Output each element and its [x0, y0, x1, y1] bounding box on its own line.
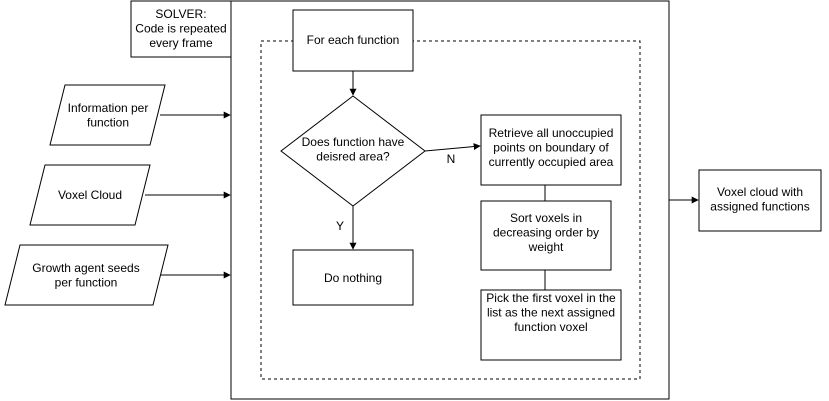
input-growth-agent-seeds-label-line: Growth agent seeds: [32, 261, 139, 275]
step-retrieve-label-line: currently occupied area: [489, 155, 614, 169]
decision-label-line: Does function have: [302, 135, 405, 149]
step-sort-label-line: decreasing order by: [493, 226, 599, 240]
input-information-label-line: Information per: [68, 101, 149, 115]
for-each-function-label: For each function: [307, 33, 400, 47]
input-information-label-line: function: [87, 116, 129, 130]
do-nothing-label-line: Do nothing: [324, 271, 382, 285]
step-retrieve-box: [480, 114, 622, 186]
step-retrieve-label-line: points on boundary of: [493, 141, 609, 155]
solver-label-line: Code is repeated: [135, 22, 226, 36]
input-growth-agent-seeds-label-line: per function: [55, 276, 118, 290]
output-label-line: assigned functions: [710, 200, 809, 214]
step-sort-label-line: weight: [528, 240, 564, 254]
output-box: [698, 169, 822, 232]
for-each-function-label-line: For each function: [307, 33, 400, 47]
solver-label-box: [130, 0, 232, 58]
decision-label-line: deisred area?: [316, 150, 390, 164]
input-information-per-function: [49, 84, 166, 146]
solver-label-line: SOLVER:: [155, 7, 206, 21]
step-pick-label-line: function voxel: [514, 320, 587, 334]
do-nothing-box: [292, 249, 414, 306]
solver-label-line: every frame: [149, 36, 213, 50]
no-label: N: [447, 152, 456, 166]
step-retrieve-label-line: Retrieve all unoccupied: [489, 126, 614, 140]
step-sort-box: [480, 200, 612, 271]
do-nothing-label: Do nothing: [324, 271, 382, 285]
step-pick-label-line: Pick the first voxel in the: [486, 291, 616, 305]
step-sort-label-line: Sort voxels in: [510, 211, 582, 225]
for-each-function-box: [292, 9, 414, 72]
step-pick-label-line: list as the next assigned: [487, 306, 615, 320]
input-growth-agent-seeds: [4, 244, 169, 306]
input-voxel-cloud: [29, 164, 151, 226]
input-voxel-cloud-label-line: Voxel Cloud: [58, 188, 122, 202]
step-pick-box: [480, 289, 622, 361]
input-voxel-cloud-label: Voxel Cloud: [58, 188, 122, 202]
arrow-no-branch: [424, 143, 481, 152]
output-label-line: Voxel cloud with: [717, 185, 803, 199]
yes-label: Y: [336, 219, 344, 233]
loop-region: [260, 40, 641, 380]
